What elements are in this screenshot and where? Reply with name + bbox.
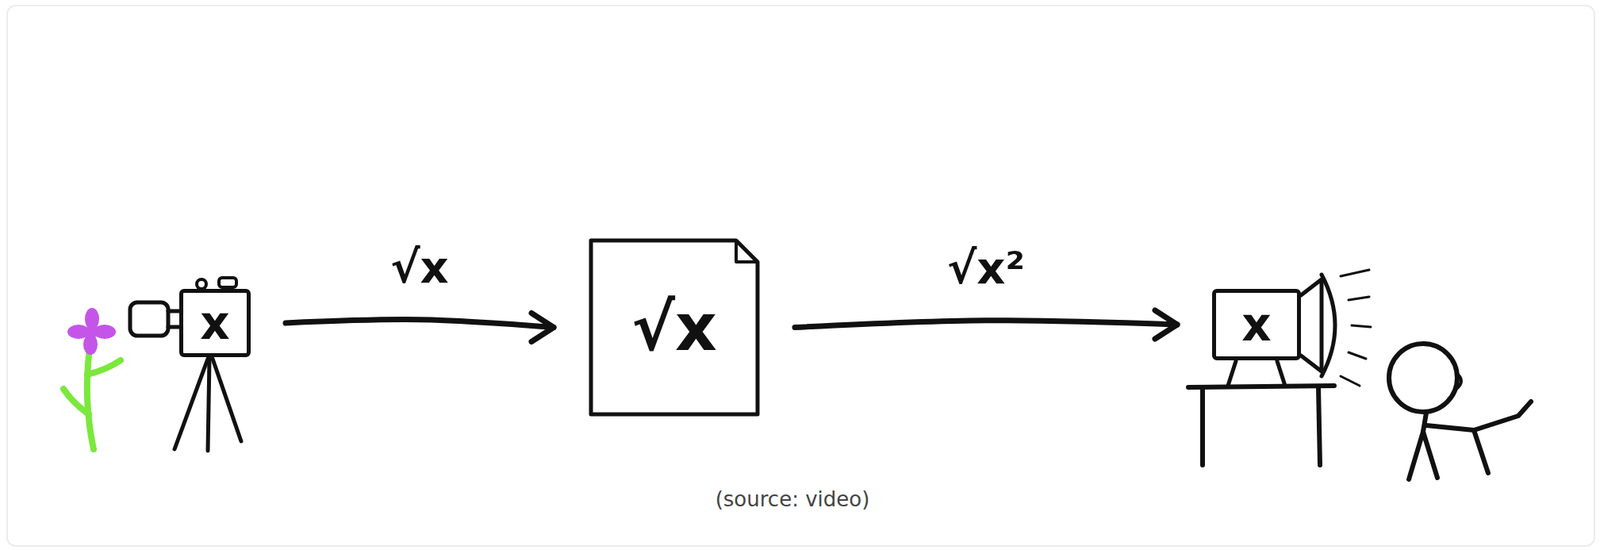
monitor-screen: x — [1212, 288, 1301, 361]
formula-label: √x² — [947, 241, 1025, 294]
caption: (source: video) — [715, 487, 871, 511]
node-text: x — [1241, 301, 1271, 348]
desk — [1188, 385, 1335, 465]
flower — [63, 307, 121, 449]
formula-label: √x — [390, 241, 449, 293]
camera-body: x — [179, 288, 251, 357]
card-background — [6, 4, 1596, 547]
edge-label: √x — [387, 244, 452, 292]
node-text: x — [199, 299, 230, 346]
arrow-connector — [794, 310, 1178, 339]
edge-label: √x² — [943, 245, 1029, 292]
file-document: √x — [588, 237, 760, 417]
node-text: √x — [631, 295, 718, 361]
arrow-connector — [285, 313, 554, 342]
stick-figure — [1388, 343, 1531, 480]
